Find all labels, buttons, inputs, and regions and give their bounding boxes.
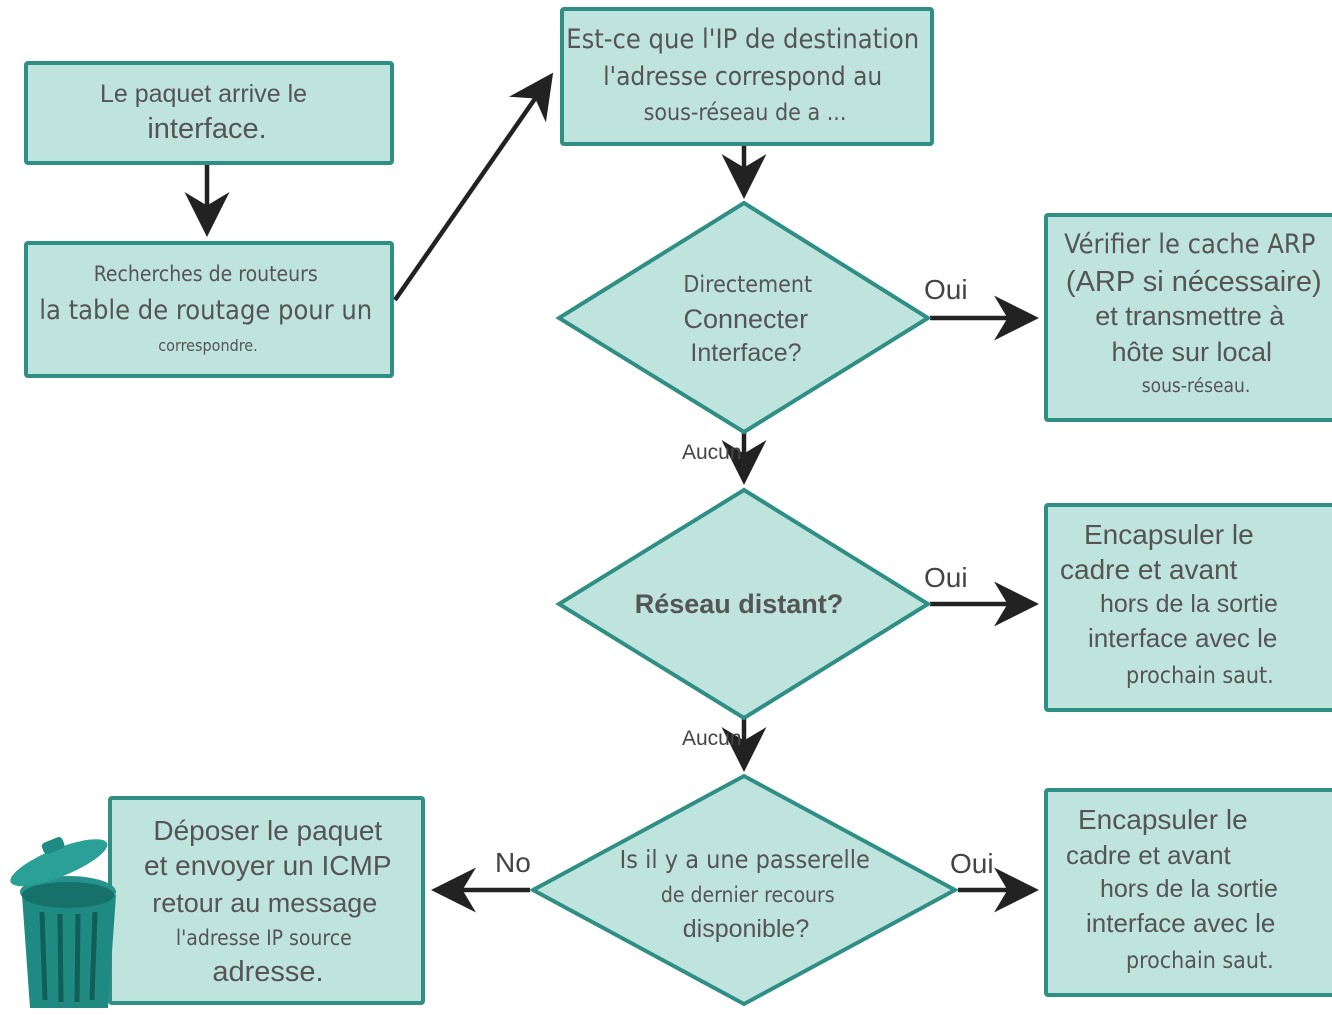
- label-oui-2: Oui: [924, 562, 968, 593]
- text-arp: Vérifier le cache ARP (ARP si nécessaire…: [1064, 229, 1326, 397]
- box-arp: [1044, 213, 1332, 422]
- label-oui-3: Oui: [950, 848, 994, 879]
- text-encap1: Encapsuler le cadre et avant hors de la …: [1060, 519, 1282, 689]
- text-remote-net: Réseau distant?: [635, 589, 844, 619]
- text-dest-match: Est-ce que l'IP de destination l'adresse…: [566, 24, 924, 126]
- label-aucun-1: Aucun: [682, 441, 742, 464]
- text-arrive: Le paquet arrive le interface.: [100, 80, 314, 145]
- trash-can-icon: [10, 837, 116, 1008]
- text-direct-connect: Directement Connecter Interface?: [683, 272, 816, 367]
- arrow-search-to-dest: [393, 72, 554, 302]
- diamond-direct-connect: [555, 200, 932, 435]
- diamond-remote-net: [555, 487, 932, 721]
- text-drop: Déposer le paquet et envoyer un ICMP ret…: [144, 815, 396, 988]
- box-dest-match: [560, 7, 934, 146]
- shapes: [24, 7, 1332, 1007]
- label-no: No: [495, 847, 531, 878]
- label-aucun-2: Aucun: [682, 727, 742, 750]
- text-encap2: Encapsuler le cadre et avant hors de la …: [1066, 804, 1282, 974]
- box-arrive: [24, 61, 394, 165]
- connectors: [184, 72, 1039, 913]
- box-search: [24, 241, 394, 378]
- box-encap2: [1044, 788, 1332, 997]
- box-encap1: [1044, 503, 1332, 712]
- text-gateway: Is il y a une passerelle de dernier reco…: [620, 845, 875, 943]
- text-search: Recherches de routeurs la table de routa…: [39, 262, 377, 355]
- label-oui-1: Oui: [924, 274, 968, 305]
- diamond-gateway: [528, 773, 960, 1007]
